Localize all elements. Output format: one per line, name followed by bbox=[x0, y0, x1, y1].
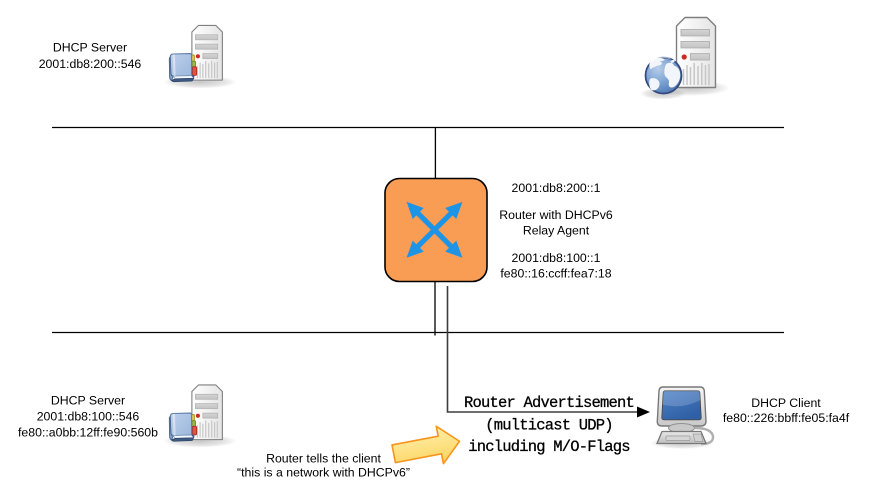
svg-text:Router Advertisement: Router Advertisement bbox=[464, 394, 634, 412]
svg-text:DHCP Server: DHCP Server bbox=[51, 394, 125, 408]
svg-text:fe80::226:bbff:fe05:fa4f: fe80::226:bbff:fe05:fa4f bbox=[723, 411, 850, 425]
svg-text:2001:db8:100::546: 2001:db8:100::546 bbox=[37, 410, 140, 424]
svg-text:Router tells the client: Router tells the client bbox=[266, 452, 381, 466]
svg-text:including M/O-Flags: including M/O-Flags bbox=[468, 438, 630, 456]
svg-text:DHCP Server: DHCP Server bbox=[53, 41, 127, 55]
svg-text:fe80::16:ccff:fea7:18: fe80::16:ccff:fea7:18 bbox=[500, 267, 611, 281]
svg-text:2001:db8:200::546: 2001:db8:200::546 bbox=[39, 57, 142, 71]
svg-text:(multicast UDP): (multicast UDP) bbox=[485, 417, 613, 435]
svg-text:2001:db8:200::1: 2001:db8:200::1 bbox=[512, 181, 601, 195]
svg-text:Relay Agent: Relay Agent bbox=[523, 224, 590, 238]
svg-text:Router with DHCPv6: Router with DHCPv6 bbox=[499, 208, 613, 222]
svg-text:fe80::a0bb:12ff:fe90:560b: fe80::a0bb:12ff:fe90:560b bbox=[18, 426, 158, 440]
svg-text:“this is a network with DHCPv6: “this is a network with DHCPv6” bbox=[237, 466, 410, 480]
svg-text:2001:db8:100::1: 2001:db8:100::1 bbox=[512, 251, 601, 265]
svg-text:DHCP Client: DHCP Client bbox=[751, 396, 821, 410]
